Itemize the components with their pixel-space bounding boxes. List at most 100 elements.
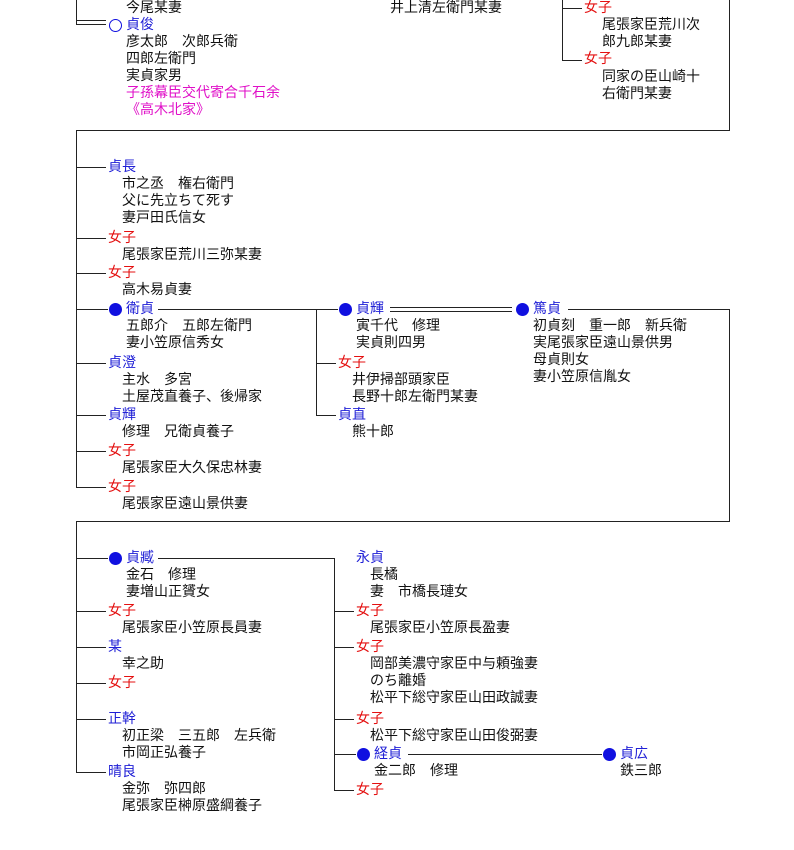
successor-marker-icon — [109, 552, 122, 565]
branch-line — [334, 719, 354, 720]
person-note: 《高木北家》 — [126, 102, 210, 118]
branch-line — [76, 772, 106, 773]
person-name: 貞長 — [108, 159, 136, 175]
daughter-label: 女子 — [108, 230, 136, 246]
person-name: 尾張家臣荒川次 — [602, 17, 700, 33]
person-note: 子孫幕臣交代寄合千石余 — [126, 85, 280, 101]
person-note: 尾張家臣榊原盛綱養子 — [108, 798, 262, 814]
branch-line — [76, 451, 106, 452]
branch-line — [408, 754, 602, 755]
section-border — [729, 0, 730, 130]
person-note: 金二郎 修理 — [374, 763, 458, 779]
person-note: 四郎左衛門 — [126, 51, 196, 67]
branch-line — [316, 309, 338, 310]
person-note: 郎九郎某妻 — [602, 34, 672, 50]
person-note: 五郎介 五郎左衛門 — [126, 318, 252, 334]
branch-line — [334, 611, 354, 612]
daughter-label: 女子 — [356, 603, 384, 619]
branch-marker-icon — [109, 19, 122, 32]
person-note: 長野十郎左衛門某妻 — [338, 389, 478, 405]
person-note: 松平下総守家臣山田政誠妻 — [356, 690, 538, 706]
successor-marker-icon — [339, 303, 352, 316]
person-note: 主水 多宮 — [108, 372, 192, 388]
section-border — [76, 521, 730, 522]
daughter-label: 女子 — [108, 603, 136, 619]
person-name: 篤貞 — [533, 301, 561, 317]
person-name: 貞直 — [338, 407, 366, 423]
daughter-label: 女子 — [584, 0, 612, 16]
person-note: 土屋茂直養子、後帰家 — [108, 389, 262, 405]
person-note: 妻戸田氏信女 — [108, 210, 206, 226]
trunk-line — [76, 521, 77, 772]
person-name: 某 — [108, 639, 122, 655]
daughter-label: 女子 — [584, 51, 612, 67]
person-note: 妻増山正贇女 — [126, 584, 210, 600]
daughter-label: 女子 — [108, 479, 136, 495]
person-note: 尾張家臣小笠原長員妻 — [108, 620, 262, 636]
person-note: 井伊掃部頭家臣 — [338, 372, 450, 388]
person-note: 尾張家臣荒川三弥某妻 — [108, 247, 262, 263]
branch-line — [334, 647, 354, 648]
person-name: 貞広 — [620, 746, 648, 762]
person-note: 実尾張家臣遠山景供男 — [533, 335, 673, 351]
person-note: 妻小笠原信秀女 — [126, 335, 224, 351]
person-note: 岡部美濃守家臣中与頼強妻 — [356, 656, 538, 672]
branch-line — [568, 309, 730, 310]
person-note: 妻 市橋長璉女 — [356, 584, 468, 600]
daughter-label: 女子 — [356, 711, 384, 727]
person-name: 貞澄 — [108, 355, 136, 371]
daughter-label: 女子 — [108, 675, 136, 691]
person-note: 市岡正弘養子 — [108, 745, 206, 761]
successor-marker-icon — [603, 748, 616, 761]
person-note: 初貞刻 重一郎 新兵衛 — [533, 318, 687, 334]
person-note: 幸之助 — [108, 656, 164, 672]
person-name: 貞輝 — [108, 407, 136, 423]
branch-line — [316, 415, 336, 416]
person-name: 正幹 — [108, 711, 136, 727]
branch-line — [316, 363, 336, 364]
branch-line — [76, 558, 108, 559]
person-note: 金弥 弥四郎 — [108, 781, 206, 797]
person-note: 妻小笠原信胤女 — [533, 369, 631, 385]
person-note: 鉄三郎 — [620, 763, 662, 779]
branch-line — [76, 20, 106, 21]
branch-line — [158, 558, 334, 559]
adoption-line — [390, 307, 512, 308]
section-border — [729, 309, 730, 521]
person-name: 今尾某妻 — [126, 0, 182, 16]
branch-line — [76, 167, 106, 168]
person-name: 貞輝 — [356, 301, 384, 317]
person-note: 市之丞 権右衛門 — [108, 176, 234, 192]
branch-line — [76, 309, 108, 310]
person-note: 母貞則女 — [533, 352, 589, 368]
branch-line — [76, 719, 106, 720]
person-name: 永貞 — [356, 550, 384, 566]
person-name: 井上清左衛門某妻 — [390, 0, 502, 16]
trunk-line — [316, 309, 317, 415]
branch-line — [76, 238, 106, 239]
branch-line — [76, 487, 106, 488]
person-note: 実貞家男 — [126, 68, 182, 84]
person-note: 彦太郎 次郎兵衛 — [126, 34, 238, 50]
daughter-label: 女子 — [108, 443, 136, 459]
person-name: 貞臧 — [126, 550, 154, 566]
person-name: 同家の臣山崎十 — [602, 69, 700, 85]
branch-line — [562, 8, 582, 9]
daughter-label: 女子 — [356, 639, 384, 655]
successor-marker-icon — [357, 748, 370, 761]
adoption-line — [390, 311, 512, 312]
branch-line — [76, 415, 106, 416]
trunk-line — [334, 558, 335, 790]
daughter-label: 女子 — [356, 782, 384, 798]
person-note: 寅千代 修理 — [356, 318, 440, 334]
person-note: 右衛門某妻 — [602, 86, 672, 102]
branch-line — [334, 790, 354, 791]
person-name: 衛貞 — [126, 301, 154, 317]
branch-line — [334, 754, 356, 755]
branch-line — [76, 24, 106, 25]
person-note: 長橘 — [356, 567, 398, 583]
person-note: 尾張家臣大久保忠林妻 — [108, 460, 262, 476]
person-note: 修理 兄衛貞養子 — [108, 424, 234, 440]
successor-marker-icon — [516, 303, 529, 316]
person-name: 晴良 — [108, 764, 136, 780]
